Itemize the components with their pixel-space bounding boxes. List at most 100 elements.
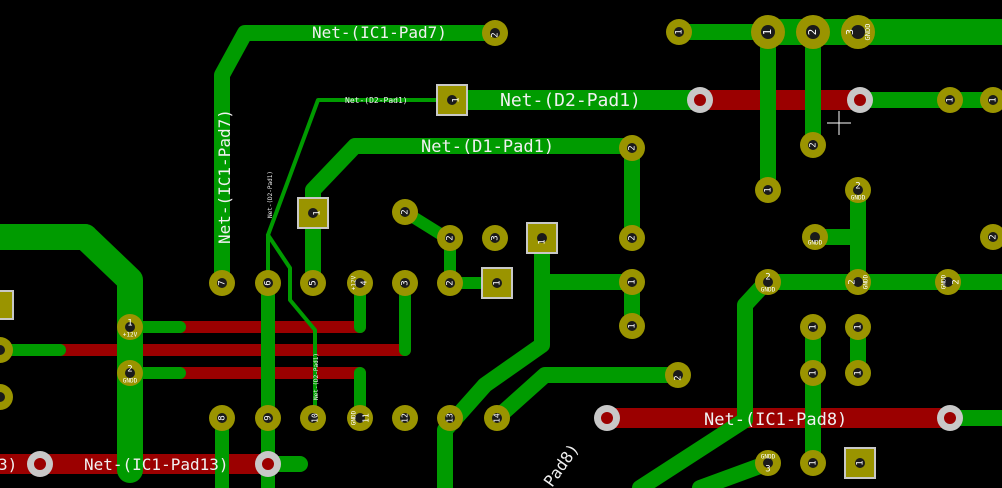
svg-text:+12V: +12V: [123, 332, 138, 339]
via-pad13-right[interactable]: [255, 451, 281, 477]
svg-text:2: 2: [809, 142, 819, 147]
pad[interactable]: 2: [665, 362, 691, 388]
pad-square[interactable]: 1: [526, 222, 558, 254]
ic1-pad-13[interactable]: 13: [437, 405, 463, 431]
ic1-pad-14[interactable]: 14: [484, 405, 510, 431]
pad[interactable]: 1: [619, 313, 645, 339]
via-d2-right[interactable]: [847, 87, 873, 113]
svg-text:1: 1: [946, 97, 956, 102]
svg-text:1: 1: [761, 29, 774, 36]
pad[interactable]: 2: [619, 135, 645, 161]
trace-d1-pad1[interactable]: [305, 138, 640, 248]
svg-text:1: 1: [856, 460, 866, 465]
ic1-pad-1[interactable]: 1: [481, 267, 513, 299]
net-label-ic1-pad13-left: 3): [0, 455, 17, 474]
pad[interactable]: GNDD: [802, 224, 828, 250]
pad-square[interactable]: 1: [297, 197, 329, 229]
trace-ic1-pad7[interactable]: [214, 25, 503, 288]
svg-text:8: 8: [218, 415, 228, 420]
pad[interactable]: 1: [800, 314, 826, 340]
ic1-pad-12[interactable]: 12: [392, 405, 418, 431]
ic1-pad-7[interactable]: 7: [209, 270, 235, 296]
trace-d2-pad1-thin[interactable]: [266, 98, 454, 282]
ic1-pad-4[interactable]: 4+12V: [347, 270, 373, 296]
ic1-pad-2[interactable]: 2: [437, 270, 463, 296]
pad[interactable]: 2: [392, 199, 418, 225]
pad[interactable]: 1: [755, 177, 781, 203]
pad[interactable]: 1: [845, 360, 871, 386]
ic1-pad-5[interactable]: 5: [300, 270, 326, 296]
pad[interactable]: 1: [666, 19, 692, 45]
svg-text:1: 1: [854, 324, 864, 329]
trace-ic14[interactable]: [489, 367, 686, 426]
net-label-ic1-pad7-vertical: Net-(IC1-Pad7): [215, 109, 234, 244]
pad[interactable]: 1: [619, 269, 645, 295]
trace-sq-down[interactable]: [437, 230, 550, 488]
svg-text:GNDD: GNDD: [761, 454, 776, 461]
pad[interactable]: 1: [800, 450, 826, 476]
pad[interactable]: 2: [437, 225, 463, 251]
svg-text:2: 2: [855, 182, 860, 192]
svg-text:1: 1: [452, 97, 462, 102]
via-d2-left[interactable]: [687, 87, 713, 113]
svg-text:2: 2: [446, 235, 456, 240]
vias: [27, 87, 963, 477]
pad[interactable]: 1: [800, 360, 826, 386]
trace-d2-pad1-down[interactable]: [266, 233, 317, 420]
trace-gndd-diag[interactable]: [632, 272, 776, 488]
pad[interactable]: 1: [937, 87, 963, 113]
pad-plus12v[interactable]: 1 +12V: [117, 314, 143, 340]
svg-text:2: 2: [952, 279, 962, 284]
svg-text:GNDD: GNDD: [941, 274, 948, 289]
pad[interactable]: 1: [980, 87, 1002, 113]
pad[interactable]: 3: [482, 225, 508, 251]
pad[interactable]: 1: [751, 15, 785, 49]
svg-text:2: 2: [628, 145, 638, 150]
net-label-d2-pad1-vertical-b: Net-(D2-Pad1): [313, 353, 320, 400]
pad[interactable]: [0, 384, 13, 410]
pad[interactable]: 2: [619, 225, 645, 251]
pad-square[interactable]: 1: [436, 84, 468, 116]
pad[interactable]: 2: [800, 132, 826, 158]
via-pad8-left[interactable]: [594, 405, 620, 431]
svg-text:2: 2: [401, 209, 411, 214]
svg-text:6: 6: [264, 280, 274, 285]
pad[interactable]: [0, 337, 13, 363]
pad-square[interactable]: [0, 290, 14, 320]
svg-text:GNDD: GNDD: [864, 24, 872, 41]
ic1-pad-3[interactable]: 3: [392, 270, 418, 296]
ic1-pad-10[interactable]: 10: [300, 405, 326, 431]
svg-text:3: 3: [845, 29, 856, 35]
pad-square[interactable]: 1: [844, 447, 876, 479]
net-label-d1-pad1: Net-(D1-Pad1): [421, 137, 554, 157]
pad[interactable]: GNDD 2: [935, 269, 962, 295]
svg-text:1: 1: [628, 323, 638, 328]
pad[interactable]: 2: [482, 20, 508, 46]
svg-text:2: 2: [628, 235, 638, 240]
svg-text:14: 14: [493, 413, 502, 423]
ic1-pad-6[interactable]: 6: [255, 270, 281, 296]
trace-left-diag[interactable]: [72, 224, 143, 483]
svg-text:GNDD: GNDD: [808, 240, 823, 247]
svg-text:1: 1: [127, 319, 132, 329]
pad[interactable]: 2: [980, 224, 1002, 250]
via-pad13-left[interactable]: [27, 451, 53, 477]
via-pad8-right[interactable]: [937, 405, 963, 431]
net-label-d2-pad1: Net-(D2-Pad1): [500, 90, 641, 111]
svg-text:1: 1: [538, 239, 548, 244]
svg-text:1: 1: [628, 279, 638, 284]
ic1-pad-8[interactable]: 8: [209, 405, 235, 431]
pad[interactable]: 3 GNDD: [841, 15, 875, 49]
svg-text:GNDD: GNDD: [351, 410, 358, 425]
pad[interactable]: 1: [845, 314, 871, 340]
pad[interactable]: 2: [796, 15, 830, 49]
svg-text:10: 10: [311, 413, 320, 423]
ic1-pad-9[interactable]: 9: [255, 405, 281, 431]
